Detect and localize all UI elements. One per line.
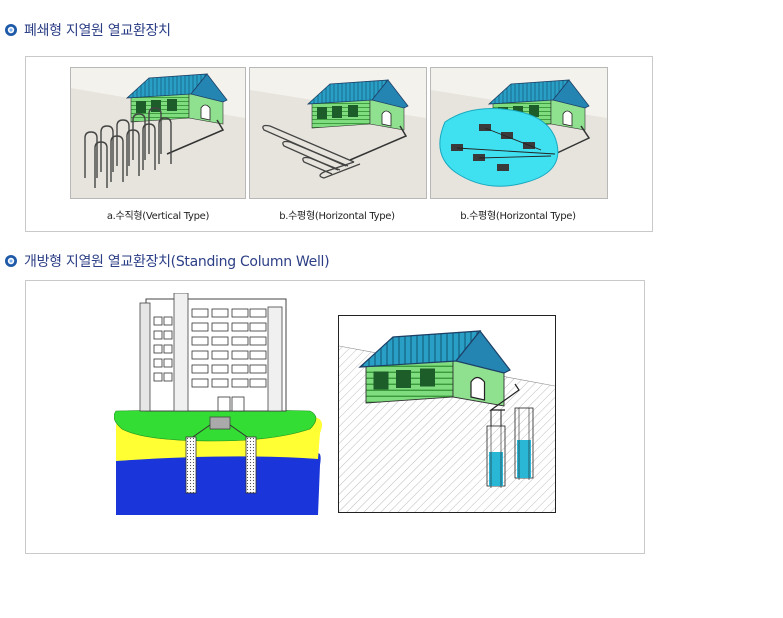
vertical-type-illustration — [70, 67, 246, 199]
section-title-closed-loop: 폐쇄형 지열원 열교환장치 — [24, 23, 171, 39]
open-loop-figure-box — [25, 280, 645, 554]
standing-column-well-house-illustration — [338, 315, 556, 513]
caption-horizontal-type-1: b.수평형(Horizontal Type) — [279, 211, 395, 222]
standing-column-well-building-illustration — [114, 293, 322, 515]
horizontal-pond-type-illustration — [430, 67, 608, 199]
section-heading-closed-loop: 폐쇄형 지열원 열교환장치 — [4, 20, 171, 40]
closed-loop-figure-box: a.수직형(Vertical Type) b.수평형(Horizontal Ty… — [25, 56, 653, 232]
circle-bullet-icon — [5, 255, 17, 267]
circle-bullet-icon — [5, 24, 17, 36]
section-title-open-loop: 개방형 지열원 열교환장치(Standing Column Well) — [24, 254, 330, 270]
section-heading-open-loop: 개방형 지열원 열교환장치(Standing Column Well) — [4, 251, 330, 271]
caption-vertical-type: a.수직형(Vertical Type) — [106, 211, 210, 222]
horizontal-type-illustration — [249, 67, 427, 199]
caption-horizontal-type-2: b.수평형(Horizontal Type) — [460, 211, 576, 222]
